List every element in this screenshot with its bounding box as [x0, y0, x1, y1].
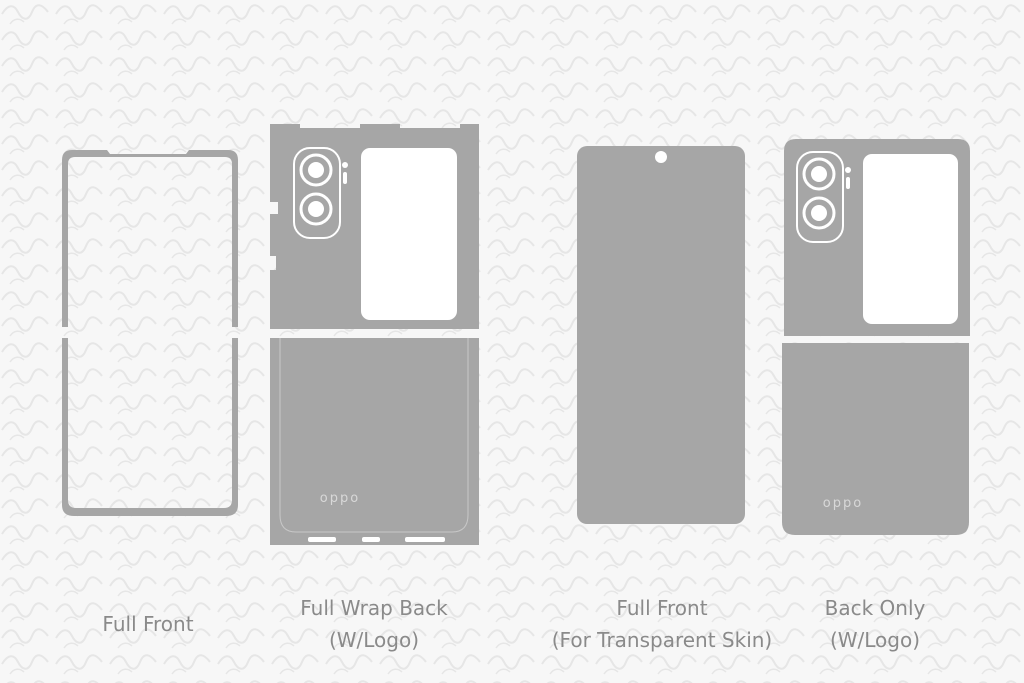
wrap-back-camera-1-lens: [308, 162, 324, 178]
back-only-camera-1-lens: [811, 166, 827, 182]
label-back-only-line2: (W/Logo): [829, 628, 921, 652]
label-back-only-line1: Back Only: [824, 596, 926, 620]
back-only-logo: oppo: [823, 496, 863, 511]
wrap-back-camera-2-lens: [308, 201, 324, 217]
full-front-template: [62, 150, 238, 516]
full-front-top-frame: [62, 150, 238, 327]
label-full-wrap-back: Full Wrap Back (W/Logo): [284, 592, 464, 656]
back-only-template: oppo: [782, 139, 970, 535]
label-full-front-transparent-line1: Full Front: [616, 596, 708, 620]
back-only-sensor: [846, 177, 850, 189]
wrap-back-bottom-panel: [270, 338, 479, 545]
label-full-front-line1: Full Front: [102, 612, 194, 636]
label-full-front-transparent-line2: (For Transparent Skin): [551, 628, 773, 652]
wrap-back-logo: oppo: [320, 491, 360, 506]
wrap-back-bottom-inner-curve: [279, 338, 469, 533]
label-full-front-transparent: Full Front (For Transparent Skin): [538, 592, 786, 656]
wrap-back-sensor: [343, 172, 347, 184]
front-camera-hole: [655, 151, 667, 163]
full-front-bottom-frame: [62, 338, 238, 516]
wrap-back-display-cutout: [361, 148, 457, 320]
label-full-front: Full Front: [68, 608, 228, 640]
full-front-transparent-template: [577, 146, 745, 524]
back-only-flash: [845, 167, 851, 173]
wrap-back-port-2: [362, 537, 380, 542]
back-only-display-cutout: [863, 154, 958, 324]
full-wrap-back-template: oppo: [270, 124, 479, 545]
back-only-camera-2-lens: [811, 205, 827, 221]
back-only-bottom-panel: [782, 343, 969, 535]
label-full-wrap-back-line2: (W/Logo): [328, 628, 420, 652]
wrap-back-port-1: [308, 537, 336, 542]
label-back-only: Back Only (W/Logo): [795, 592, 955, 656]
wrap-back-port-3: [405, 537, 445, 542]
label-full-wrap-back-line1: Full Wrap Back: [300, 596, 448, 620]
transparent-front-panel: [577, 146, 745, 524]
wrap-back-flash: [342, 162, 348, 168]
